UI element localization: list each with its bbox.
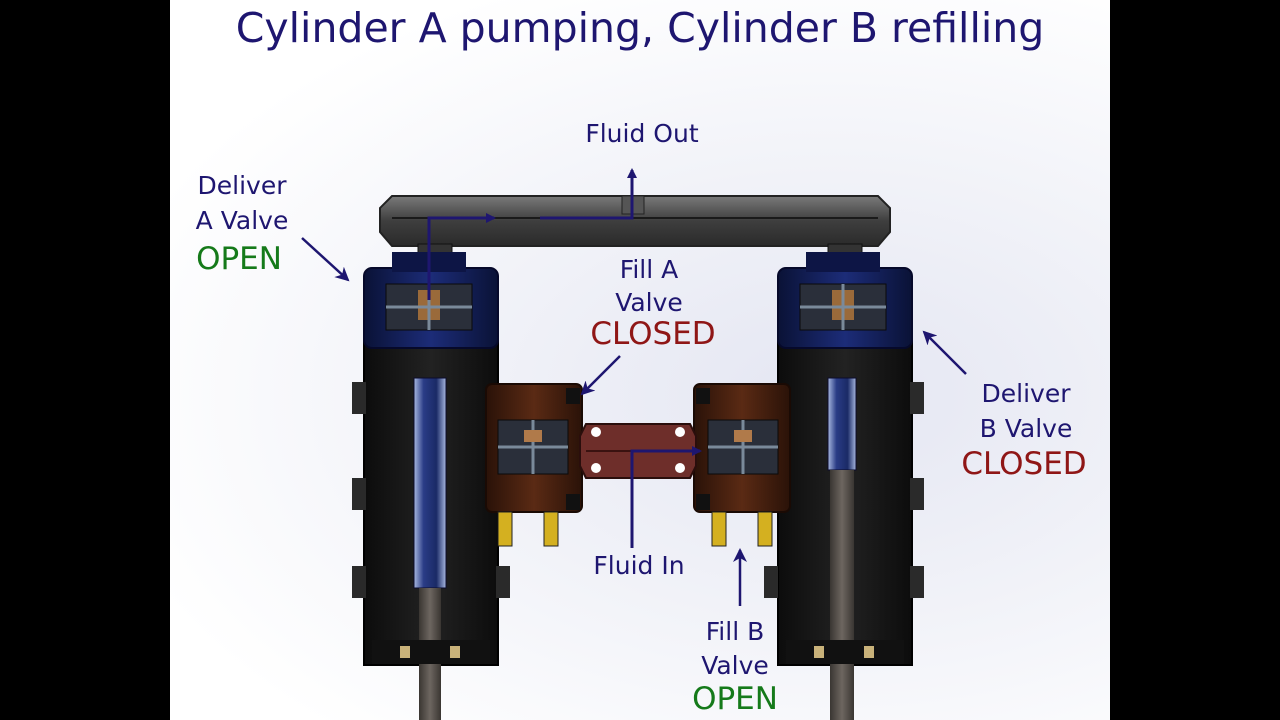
deliver-b-label-line2: B Valve bbox=[979, 414, 1073, 443]
fill-b-valve bbox=[693, 383, 791, 547]
fill-b-label-line2: Valve bbox=[701, 651, 769, 680]
deliver-a-label-line1: Deliver bbox=[197, 171, 287, 200]
deliver-a-valve bbox=[363, 252, 499, 349]
cylinder-a bbox=[352, 339, 510, 720]
fill-a-label-line2: Valve bbox=[615, 288, 683, 317]
fill-a-valve bbox=[485, 383, 583, 547]
arrow-deliver-a bbox=[301, 237, 350, 282]
cylinder-b bbox=[764, 339, 924, 720]
flow-out-path bbox=[427, 168, 637, 300]
fill-b-label-line1: Fill B bbox=[705, 617, 765, 646]
arrow-deliver-b bbox=[922, 330, 967, 375]
arrow-fill-a bbox=[580, 355, 621, 396]
deliver-a-label-line2: A Valve bbox=[195, 206, 289, 235]
deliver-b-status-badge: CLOSED bbox=[961, 446, 1087, 482]
fill-a-label-line1: Fill A bbox=[619, 255, 679, 284]
callout-arrows bbox=[301, 237, 967, 606]
fill-b-status-badge: OPEN bbox=[692, 681, 778, 717]
deliver-a-status-badge: OPEN bbox=[196, 241, 282, 277]
diagram-title: Cylinder A pumping, Cylinder B refilling bbox=[235, 4, 1045, 52]
fluid-out-label: Fluid Out bbox=[585, 119, 699, 148]
fill-a-status-badge: CLOSED bbox=[590, 316, 716, 352]
flow-in-path bbox=[630, 446, 702, 548]
fluid-in-label: Fluid In bbox=[593, 551, 685, 580]
deliver-b-valve bbox=[777, 252, 913, 349]
deliver-b-label-line1: Deliver bbox=[981, 379, 1071, 408]
